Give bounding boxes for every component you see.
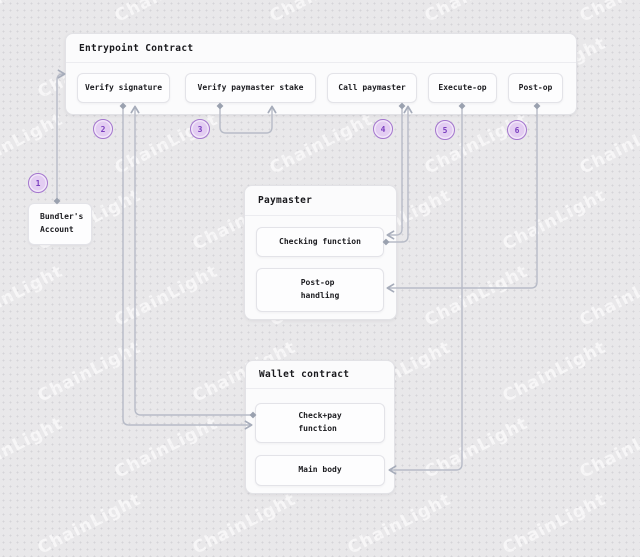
node-checking-function-label: Checking function [279, 236, 361, 246]
node-post-op-handling: Post-op handling [256, 268, 384, 312]
watermark-text: ChainLight [499, 337, 610, 407]
node-bundlers-account-label: Bundler's Account [40, 212, 84, 234]
step-badge-2: 2 [93, 119, 113, 139]
wallet-contract-header: Wallet contract [246, 361, 394, 389]
watermark-text: ChainLight [0, 109, 67, 179]
step-badge-5-number: 5 [442, 125, 448, 135]
watermark-text: ChainLight [577, 0, 640, 27]
node-post-op: Post-op [508, 73, 563, 103]
node-check-pay-function: Check+pay function [255, 403, 385, 443]
step-badge-1: 1 [28, 173, 48, 193]
step-badge-4: 4 [373, 119, 393, 139]
node-post-op-label: Post-op [518, 82, 553, 92]
node-execute-op: Execute-op [428, 73, 497, 103]
watermark-text: ChainLight [34, 337, 145, 407]
step-badge-2-number: 2 [100, 124, 106, 134]
node-verify-paymaster-stake-label: Verify paymaster stake [197, 82, 304, 92]
step-badge-5: 5 [435, 120, 455, 140]
node-bundlers-account: Bundler's Account [28, 203, 92, 245]
edge-execute-op-to-main-body [388, 102, 466, 475]
node-verify-paymaster-stake: Verify paymaster stake [185, 73, 316, 103]
step-badge-6-number: 6 [514, 125, 520, 135]
step-badge-6: 6 [507, 120, 527, 140]
edge-check-pay-to-verify-signature [130, 105, 257, 419]
entrypoint-contract-title: Entrypoint Contract [79, 42, 194, 54]
watermark-text: ChainLight [421, 413, 532, 483]
node-call-paymaster-label: Call paymaster [338, 82, 406, 92]
watermark-text: ChainLight [422, 0, 532, 27]
watermark-text: ChainLight [0, 413, 67, 483]
step-badge-3: 3 [190, 119, 210, 139]
node-verify-signature-label: Verify signature [84, 82, 163, 92]
watermark-text: ChainLight [499, 185, 610, 255]
step-badge-4-number: 4 [380, 124, 386, 134]
node-execute-op-label: Execute-op [438, 82, 487, 92]
node-main-body: Main body [255, 455, 385, 486]
edge-bundler-to-entrypoint [53, 69, 66, 205]
watermark-text: ChainLight [111, 261, 222, 331]
watermark-text: ChainLight [421, 261, 532, 331]
edge-verify-signature-to-check-pay [119, 102, 253, 430]
watermark-text: ChainLight [112, 0, 222, 27]
watermark-text: ChainLight [111, 413, 222, 483]
watermark-text: ChainLight [266, 109, 377, 179]
watermark-text: ChainLight [576, 109, 640, 179]
watermark-text: ChainLight [0, 261, 67, 331]
watermark-text: ChainLight [499, 489, 610, 557]
node-post-op-handling-label: Post-op handling [300, 278, 340, 300]
entrypoint-contract-header: Entrypoint Contract [66, 34, 576, 63]
step-badge-1-number: 1 [35, 178, 41, 188]
node-verify-signature: Verify signature [77, 73, 170, 103]
paymaster-title: Paymaster [258, 195, 313, 206]
watermark-text: ChainLight [576, 413, 640, 483]
watermark-text: ChainLight [189, 489, 300, 557]
step-badge-3-number: 3 [197, 124, 203, 134]
watermark-text: ChainLight [267, 0, 377, 27]
watermark-text: ChainLight [34, 489, 145, 557]
node-call-paymaster: Call paymaster [327, 73, 417, 103]
watermark-text: ChainLight [344, 489, 455, 557]
wallet-contract-title: Wallet contract [259, 369, 350, 380]
node-checking-function: Checking function [256, 227, 384, 257]
node-check-pay-function-label: Check+pay function [298, 411, 342, 433]
watermark-text: ChainLight [0, 0, 66, 27]
watermark-text: ChainLight [576, 261, 640, 331]
paymaster-header: Paymaster [245, 186, 396, 216]
node-main-body-label: Main body [298, 465, 342, 475]
